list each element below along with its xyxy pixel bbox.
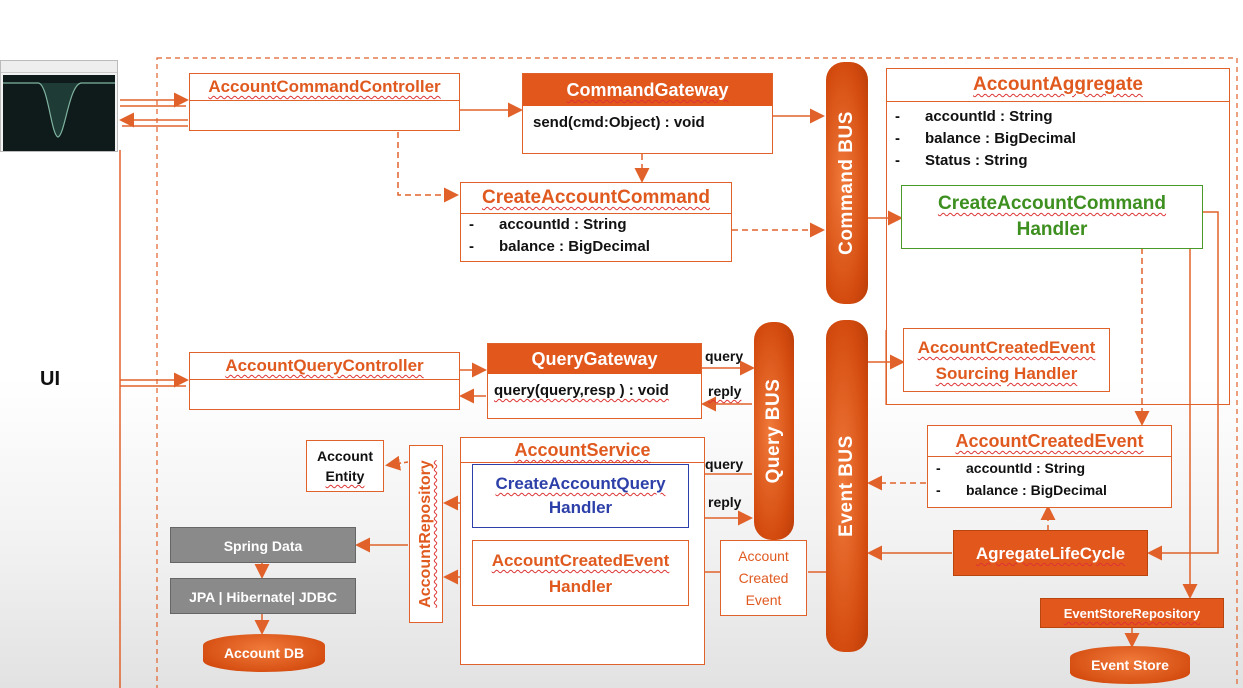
account-query-controller: AccountQueryController	[189, 352, 460, 410]
thumbnail-window	[0, 60, 118, 152]
event-bus-label: Event BUS	[836, 435, 857, 537]
query-gateway-title: QueryGateway	[488, 344, 701, 374]
account-service-title: AccountService	[461, 438, 704, 463]
account-entity: Account Entity	[306, 440, 384, 492]
reply-label-mid: reply	[708, 494, 742, 510]
account-command-controller: AccountCommandController	[189, 73, 460, 131]
account-created-event-field: -balance : BigDecimal	[936, 482, 1107, 498]
small-event-line2: Created	[738, 570, 789, 586]
query-label-top: query	[705, 348, 744, 364]
account-aggregate-field: -balance : BigDecimal	[895, 130, 1076, 147]
create-account-query-handler: CreateAccountQuery Handler	[472, 464, 689, 528]
jpa-label: JPA | Hibernate| JDBC	[189, 589, 337, 605]
event-store: Event Store	[1070, 646, 1190, 684]
account-repository-label: AccountRepository	[417, 460, 434, 608]
account-entity-line1: Account	[317, 448, 373, 464]
event-handler-line2: Handler	[548, 577, 613, 596]
query-label-mid: query	[705, 456, 744, 472]
query-gateway-method: query(query,resp ) : void	[494, 382, 669, 399]
account-db: Account DB	[203, 634, 325, 672]
create-account-command-handler: CreateAccountCommand Handler	[901, 185, 1203, 249]
event-handler-line1: AccountCreatedEvent	[491, 551, 670, 570]
event-store-repository: EventStoreRepository	[1040, 598, 1224, 628]
account-created-event-sourcing-handler: AccountCreatedEvent Sourcing Handler	[903, 328, 1110, 392]
account-aggregate: AccountAggregate -accountId : String -ba…	[886, 68, 1230, 405]
create-account-command-handler-line2: Handler	[1016, 219, 1088, 240]
account-created-event: AccountCreatedEvent -accountId : String …	[927, 425, 1172, 508]
sourcing-handler-line2: Sourcing Handler	[935, 364, 1078, 383]
thumbnail-titlebar	[1, 61, 117, 73]
create-account-command-title: CreateAccountCommand	[461, 183, 731, 214]
account-created-event-field: -accountId : String	[936, 460, 1085, 476]
account-entity-line2: Entity	[325, 468, 365, 484]
create-account-command: CreateAccountCommand -accountId : String…	[460, 182, 732, 262]
account-repository: AccountRepository	[409, 445, 443, 623]
reply-label-top: reply	[708, 383, 742, 399]
account-created-event-handler: AccountCreatedEvent Handler	[472, 540, 689, 606]
sourcing-handler-line1: AccountCreatedEvent	[917, 338, 1096, 357]
account-aggregate-title: AccountAggregate	[887, 69, 1229, 102]
query-handler-line1: CreateAccountQuery	[495, 474, 666, 493]
jpa-hibernate-jdbc: JPA | Hibernate| JDBC	[170, 578, 356, 614]
small-event-line1: Account	[738, 548, 789, 564]
thumbnail-chart	[3, 75, 115, 151]
account-created-event-small: Account Created Event	[720, 540, 807, 616]
account-query-controller-title: AccountQueryController	[190, 353, 459, 380]
query-bus-label: Query BUS	[763, 378, 784, 484]
account-aggregate-field: -accountId : String	[895, 108, 1053, 125]
account-aggregate-field: -Status : String	[895, 152, 1028, 169]
small-event-line3: Event	[745, 592, 782, 608]
query-bus: Query BUS	[754, 322, 794, 540]
event-store-repository-label: EventStoreRepository	[1063, 606, 1201, 621]
event-store-label: Event Store	[1091, 657, 1169, 673]
aggregate-lifecycle: AgregateLifeCycle	[953, 530, 1148, 576]
create-account-command-handler-line1: CreateAccountCommand	[937, 193, 1167, 214]
command-gateway-method: send(cmd:Object) : void	[533, 114, 705, 131]
create-account-command-field: -balance : BigDecimal	[469, 238, 650, 255]
account-db-label: Account DB	[223, 645, 305, 661]
account-created-event-title: AccountCreatedEvent	[928, 426, 1171, 457]
command-gateway-title: CommandGateway	[523, 74, 772, 106]
command-bus-label: Command BUS	[836, 111, 857, 255]
ui-label: UI	[40, 368, 60, 390]
spring-data-label: Spring Data	[223, 538, 303, 554]
query-gateway: QueryGateway query(query,resp ) : void	[487, 343, 702, 419]
event-bus: Event BUS	[826, 320, 868, 652]
command-gateway: CommandGateway send(cmd:Object) : void	[522, 73, 773, 154]
query-handler-line2: Handler	[548, 498, 613, 517]
command-bus: Command BUS	[826, 62, 868, 304]
account-command-controller-title: AccountCommandController	[190, 74, 459, 101]
spring-data: Spring Data	[170, 527, 356, 563]
create-account-command-field: -accountId : String	[469, 216, 627, 233]
aggregate-lifecycle-label: AgregateLifeCycle	[975, 544, 1126, 563]
